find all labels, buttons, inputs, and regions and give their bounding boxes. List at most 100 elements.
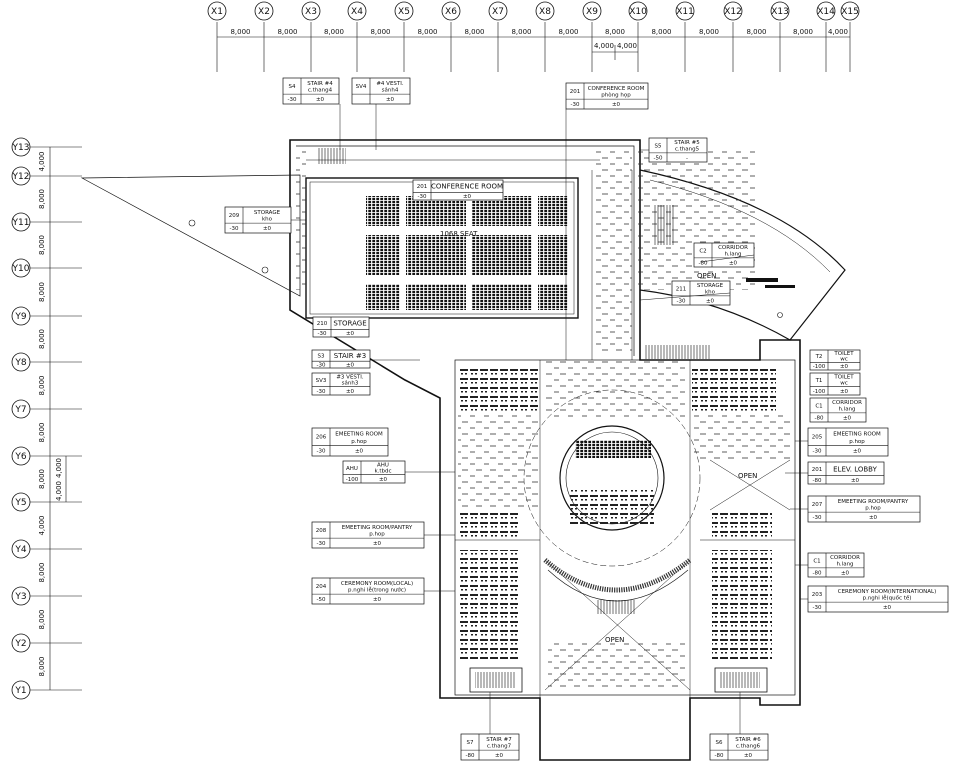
room-height: ±0 <box>843 415 852 421</box>
grid-label-y: Y1 <box>14 686 26 696</box>
room-subname: wc <box>840 381 848 387</box>
room-level: -30 <box>230 226 239 232</box>
room-level: -80 <box>699 260 708 266</box>
grid-bubble-x <box>488 1 508 21</box>
dim-label-y-sub: 4,000 <box>55 458 63 478</box>
grid-label-x: X5 <box>398 7 410 17</box>
grid-label-x: X7 <box>492 7 504 17</box>
dim-label-y: 8,000 <box>38 422 46 442</box>
room-height: ±0 <box>373 597 382 603</box>
room-name: CORRIDOR <box>718 245 748 251</box>
room-height: ±0 <box>729 260 738 266</box>
room-height: ±0 <box>386 97 395 103</box>
grid-label-x: X10 <box>629 7 647 17</box>
grid-label-y: Y13 <box>12 143 30 153</box>
room-code: 210 <box>317 321 328 327</box>
room-code: 211 <box>676 286 687 292</box>
grid-label-x: X11 <box>676 7 694 17</box>
room-code: C1 <box>813 558 820 564</box>
open-label-south: OPEN <box>605 636 624 644</box>
dim-label-x: 8,000 <box>746 28 766 36</box>
room-name: ELEV. LOBBY <box>833 465 877 473</box>
grid-bubble-x <box>816 1 836 21</box>
grid-label-x: X13 <box>771 7 789 17</box>
dim-label-x-sub: 4,000 <box>594 42 614 50</box>
dim-label-y: 4,000 <box>38 151 46 171</box>
grid-bubble-x <box>207 1 227 21</box>
room-subname: kho <box>262 217 273 223</box>
room-name: STAIR #4 <box>307 81 333 87</box>
open-label-center: OPEN <box>738 472 757 480</box>
room-name: EMEETING ROOM <box>833 431 881 437</box>
dim-label-y-sub: 4,000 <box>55 481 63 501</box>
room-level: -100 <box>813 364 826 370</box>
room-subname: c.thang5 <box>675 147 700 153</box>
grid-label-x: X3 <box>305 7 317 17</box>
room-name: #3 VESTI. <box>336 375 364 381</box>
room-height: ±0 <box>263 226 272 232</box>
room-level: -30 <box>317 389 326 395</box>
room-height: ±0 <box>346 331 355 337</box>
grid-label-y: Y8 <box>14 358 26 368</box>
room-height: ±0 <box>840 364 849 370</box>
dim-label-x: 8,000 <box>699 28 719 36</box>
grid-label-y: Y12 <box>12 172 30 182</box>
room-height: ±0 <box>379 477 388 483</box>
room-name: CORRIDOR <box>832 400 862 406</box>
room-level: -80 <box>466 753 475 759</box>
grid-bubble-x <box>394 1 414 21</box>
dim-label-y: 8,000 <box>38 469 46 489</box>
grid-label-y: Y5 <box>14 498 26 508</box>
dim-label-x: 8,000 <box>605 28 625 36</box>
dim-label-x: 8,000 <box>511 28 531 36</box>
room-name: EMEETING ROOM <box>335 431 383 437</box>
room-level: -50 <box>317 597 326 603</box>
room-level: -50 <box>654 155 663 161</box>
room-code: 204 <box>316 584 327 590</box>
dim-label-y: 8,000 <box>38 329 46 349</box>
room-level: -80 <box>813 570 822 576</box>
room-height: ±0 <box>316 97 325 103</box>
room-level: -30 <box>677 298 686 304</box>
room-code: S4 <box>289 84 296 90</box>
room-subname: c.thang6 <box>736 744 761 750</box>
room-level: -100 <box>346 477 359 483</box>
room-code: 209 <box>229 213 240 219</box>
room-code: SV4 <box>356 84 367 90</box>
grid-bubble-x <box>535 1 555 21</box>
room-name: STORAGE <box>333 320 366 328</box>
room-name: AHU <box>377 463 389 469</box>
room-subname: phòng họp <box>601 92 631 99</box>
room-tag-sv3: SV3#3 VESTI.sảnh3-30±0 <box>311 372 371 396</box>
room-subname: wc <box>840 357 848 363</box>
grid-label-y: Y6 <box>14 452 26 462</box>
room-height: ±0 <box>346 389 355 395</box>
room-height: ±0 <box>851 478 860 484</box>
room-tag-sv4: SV4#4 VESTI.sảnh4±0 <box>351 77 411 105</box>
grid-bubble-x <box>582 1 602 21</box>
grid-label-y: Y3 <box>14 592 26 602</box>
dim-label-x: 8,000 <box>417 28 437 36</box>
room-code: S7 <box>467 740 474 746</box>
room-name: STORAGE <box>254 210 281 216</box>
room-level: -30 <box>318 331 327 337</box>
room-tag-r210: 210 STORAGE -30 ±0 <box>312 316 370 338</box>
room-code: 201 <box>812 467 823 473</box>
room-name: STAIR #5 <box>674 140 700 146</box>
room-name: TOILET <box>833 375 854 381</box>
room-subname: h.lang <box>838 407 855 413</box>
room-height: ±0 <box>355 449 364 455</box>
room-subname: c.thang4 <box>308 88 333 94</box>
room-name: STAIR #7 <box>486 737 512 743</box>
